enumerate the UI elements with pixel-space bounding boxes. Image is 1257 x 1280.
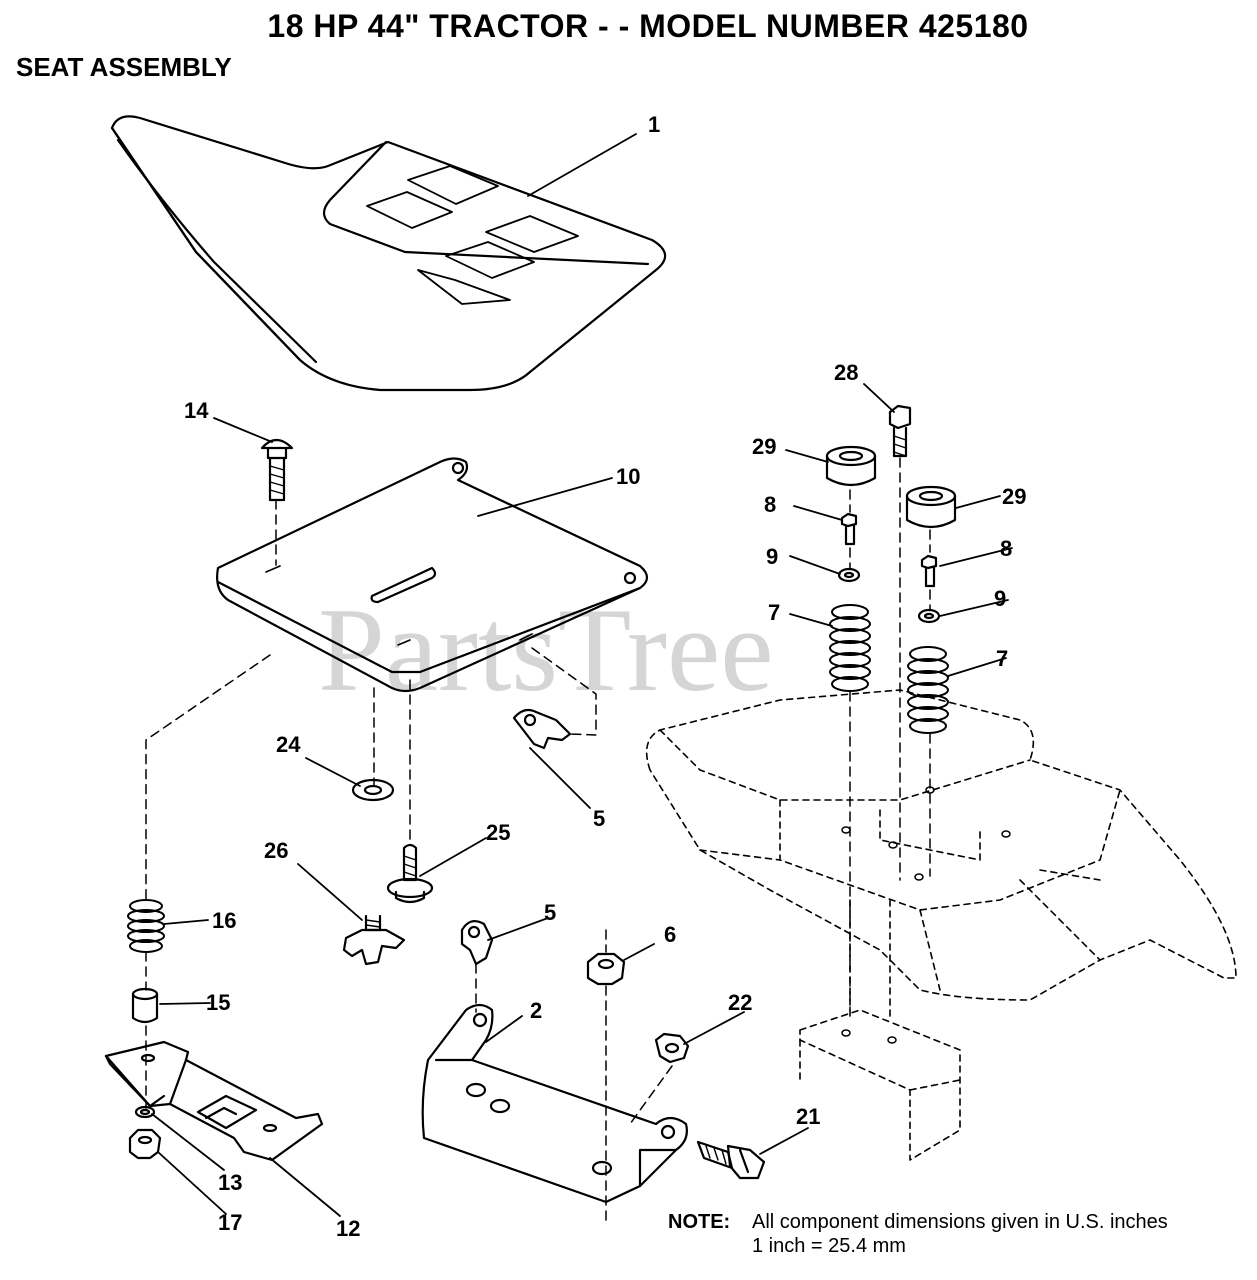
note-line-1: All component dimensions given in U.S. i… bbox=[752, 1211, 1168, 1233]
section-title: SEAT ASSEMBLY bbox=[16, 52, 232, 82]
callout-24: 24 bbox=[276, 732, 301, 757]
callout-9-right: 9 bbox=[994, 586, 1006, 611]
callout-12: 12 bbox=[336, 1216, 360, 1241]
callout-22: 22 bbox=[728, 990, 752, 1015]
leader-lines bbox=[151, 133, 1013, 1217]
callout-16: 16 bbox=[212, 908, 236, 933]
bolt-8-right-part bbox=[920, 554, 938, 588]
callout-17: 17 bbox=[218, 1210, 242, 1235]
bolt-21-part bbox=[696, 1140, 766, 1180]
washer-13-part bbox=[134, 1105, 156, 1119]
callout-13: 13 bbox=[218, 1170, 242, 1195]
callout-2: 2 bbox=[530, 998, 542, 1023]
note-line-2: 1 inch = 25.4 mm bbox=[752, 1235, 906, 1257]
callout-29-left: 29 bbox=[752, 434, 776, 459]
callout-29-right: 29 bbox=[1002, 484, 1026, 509]
callout-labels: 1 14 10 28 29 29 8 8 9 9 7 7 24 25 26 5 … bbox=[184, 112, 1026, 1241]
washer-9-left-part bbox=[837, 567, 861, 583]
spring-7-right-part bbox=[907, 646, 949, 734]
spring-7-left-part bbox=[829, 604, 871, 692]
bracket-12-part bbox=[104, 1040, 324, 1162]
bolt-28-part bbox=[888, 404, 912, 458]
dimension-note: NOTE: All component dimensions given in U… bbox=[668, 1210, 1168, 1258]
spacer-29-left-part bbox=[825, 445, 877, 487]
spacer-15-part bbox=[131, 987, 159, 1024]
nut-17-part bbox=[128, 1128, 162, 1160]
bolt-8-left-part bbox=[840, 512, 858, 546]
callout-8-left: 8 bbox=[764, 492, 776, 517]
frame-holes bbox=[841, 786, 1011, 1044]
carriage-bolt-part bbox=[260, 438, 294, 502]
page-title: 18 HP 44" TRACTOR - - MODEL NUMBER 42518… bbox=[267, 8, 1029, 44]
callout-8-right: 8 bbox=[1000, 536, 1012, 561]
note-label: NOTE: bbox=[668, 1211, 731, 1233]
assembly-lines bbox=[145, 457, 931, 1221]
callout-14: 14 bbox=[184, 398, 209, 423]
bracket-2-part bbox=[421, 1003, 688, 1204]
callout-28: 28 bbox=[834, 360, 858, 385]
callout-5-lower: 5 bbox=[544, 900, 556, 925]
callout-21: 21 bbox=[796, 1104, 820, 1129]
nut-6-part bbox=[586, 952, 626, 986]
callout-1: 1 bbox=[648, 112, 660, 137]
clip-5-upper-part bbox=[512, 708, 572, 750]
callout-9-left: 9 bbox=[766, 544, 778, 569]
watermark: PartsTree bbox=[318, 583, 774, 716]
nut-22-part bbox=[654, 1032, 690, 1064]
washer-9-right-part bbox=[917, 608, 941, 624]
seat-part bbox=[110, 115, 667, 392]
callout-10: 10 bbox=[616, 464, 640, 489]
callout-6: 6 bbox=[664, 922, 676, 947]
callout-7-right: 7 bbox=[996, 646, 1008, 671]
callout-5-upper: 5 bbox=[593, 806, 605, 831]
knob-26-part bbox=[342, 914, 406, 966]
flange-bolt-25-part bbox=[386, 843, 434, 904]
callout-15: 15 bbox=[206, 990, 230, 1015]
tractor-frame-reference bbox=[645, 689, 1237, 1161]
callout-25: 25 bbox=[486, 820, 510, 845]
clip-5-lower-part bbox=[460, 919, 494, 966]
callout-7-left: 7 bbox=[768, 600, 780, 625]
spacer-29-right-part bbox=[905, 485, 957, 529]
washer-24-part bbox=[351, 778, 395, 802]
spring-16-part bbox=[127, 899, 165, 953]
callout-26: 26 bbox=[264, 838, 288, 863]
seat-plate-part bbox=[216, 457, 649, 693]
